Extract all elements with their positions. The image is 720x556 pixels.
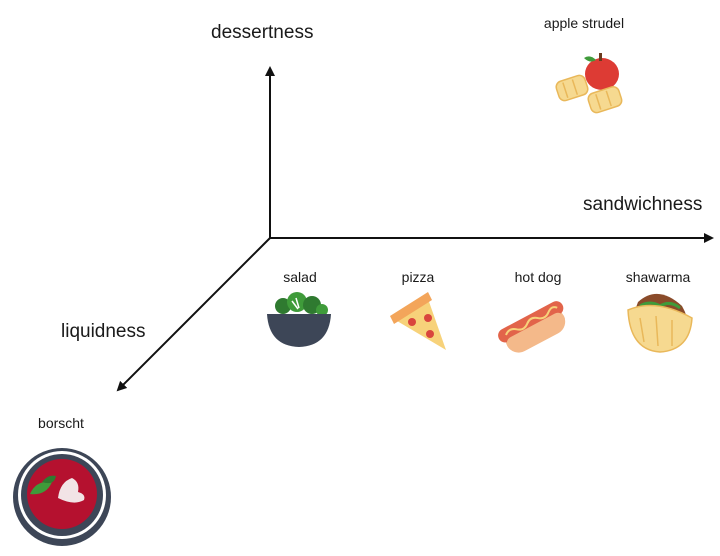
shawarma-icon: [627, 293, 693, 353]
liquidness-axis-label: liquidness: [61, 321, 146, 342]
salad-label: salad: [283, 269, 317, 285]
borscht-bowl-icon: [13, 448, 111, 546]
dessertness-axis-label: dessertness: [211, 22, 314, 43]
liquidness-axis: [116, 237, 271, 392]
apple-strudel-label: apple strudel: [543, 15, 625, 31]
pizza-label: pizza: [401, 269, 435, 285]
salad-bowl-icon: [267, 292, 331, 347]
hot-dog-label: hot dog: [514, 269, 562, 285]
sandwichness-axis-label: sandwichness: [583, 194, 703, 215]
hot-dog-icon: [498, 301, 566, 353]
pizza-slice-icon: [390, 292, 446, 350]
apple-strudel-icon: [555, 53, 623, 114]
borscht-label: borscht: [38, 415, 84, 431]
shawarma-label: shawarma: [625, 269, 691, 285]
